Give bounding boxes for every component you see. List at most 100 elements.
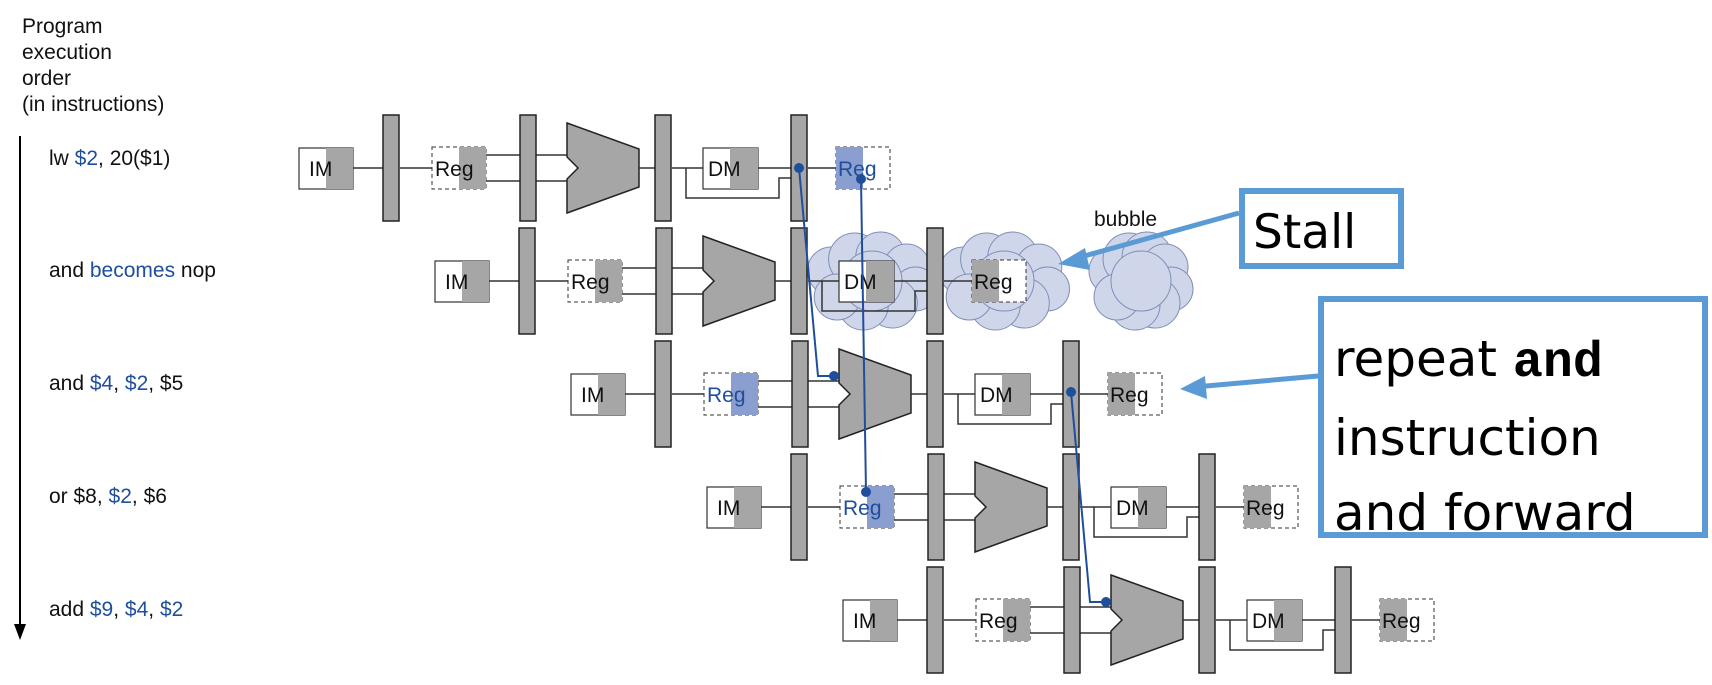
alu-shape: [838, 347, 912, 441]
stall-callout: Stall: [1239, 188, 1404, 269]
arrow-left-icon: [1058, 248, 1090, 270]
pipeline-register-bar: [790, 227, 808, 335]
forward-path-and-to-add-dot-end: [1101, 597, 1111, 607]
bubble-puff: [1110, 250, 1172, 312]
alu-shape: [1110, 573, 1184, 667]
instruction-token: ,: [113, 372, 125, 395]
reg-write-shade: [972, 260, 999, 302]
pipeline-register-bar: [926, 227, 944, 335]
wire-bypass: [957, 394, 1063, 425]
instruction-lw: lw $2, 20($1): [49, 147, 170, 171]
pipeline-register-bar: [1063, 566, 1081, 674]
instruction-token: ,: [148, 598, 160, 621]
pipeline-register-bar: [382, 114, 400, 222]
axis-title-line-3: order: [22, 67, 72, 90]
instruction-token: and: [49, 372, 90, 395]
pipeline-register-bar: [926, 566, 944, 674]
forward-path-and-to-add-dot-start: [1066, 387, 1076, 397]
reg-read-label: Reg: [707, 384, 746, 407]
wire-bypass: [821, 281, 927, 312]
stall-arrow-line: [1069, 210, 1240, 263]
forward-path-wb-to-or: [860, 178, 867, 493]
pipeline-register-bar: [1198, 566, 1216, 674]
instruction-add: add $9, $4, $2: [49, 598, 183, 622]
pipeline-register-bar: [655, 227, 673, 335]
dm-shade: [1138, 487, 1166, 528]
reg-write-label: Reg: [1246, 497, 1285, 520]
instruction-token: $2: [124, 372, 149, 395]
pipeline-row-add: IM Reg DM Reg: [842, 566, 1435, 674]
reg-read-label: Reg: [435, 158, 474, 181]
bubble-cloud: [1088, 231, 1194, 331]
alu-shape: [702, 234, 776, 328]
instruction-token: $4: [89, 372, 114, 395]
axis-title-line-4: (in instructions): [22, 93, 165, 116]
reg-read-shade: [731, 373, 758, 415]
pipeline-register-bar: [518, 227, 536, 335]
stall-text: Stall: [1253, 205, 1357, 260]
alu-shape: [974, 460, 1048, 554]
repeat-arrow-line: [1194, 373, 1319, 390]
arrow-left-icon: [1180, 376, 1207, 399]
pipeline-register-bar: [1062, 453, 1080, 561]
reg-write-label: Reg: [1382, 610, 1421, 633]
im-shade: [326, 148, 353, 189]
instruction-token: $4: [124, 598, 149, 621]
instruction-token: or $8,: [49, 485, 109, 508]
forward-path-and-to-add: [1070, 391, 1106, 603]
reg-write-label: Reg: [838, 158, 877, 181]
im-shade: [598, 374, 625, 415]
instruction-token: , $6: [131, 485, 167, 508]
instruction-and: and $4, $2, $5: [49, 372, 183, 396]
forward-path-wb-to-or-dot-end: [861, 487, 871, 497]
dm-shade: [730, 148, 758, 189]
reg-write-label: Reg: [974, 271, 1013, 294]
instruction-or: or $8, $2, $6: [49, 485, 167, 509]
reg-write-label: Reg: [1110, 384, 1149, 407]
forward-path-mem-to-and-dot-start: [794, 163, 804, 173]
instruction-token: nop: [175, 259, 216, 282]
dm-shade: [1274, 600, 1302, 641]
instruction-token: becomes: [89, 259, 176, 282]
instruction-token: $9: [89, 598, 114, 621]
pipeline-register-bar: [790, 453, 808, 561]
reg-write-shade: [1380, 599, 1407, 641]
instruction-token: add: [49, 598, 90, 621]
im-label: IM: [581, 384, 604, 407]
dm-label: DM: [1116, 497, 1149, 520]
arrow-down-icon: [14, 624, 26, 640]
repeat-callout: repeat and instruction and forward: [1318, 296, 1708, 542]
im-label: IM: [853, 610, 876, 633]
wire-bypass: [1093, 507, 1199, 538]
alu-shape: [566, 121, 640, 215]
repeat-line-1: repeat and: [1334, 322, 1702, 401]
dm-label: DM: [1252, 610, 1285, 633]
instruction-token: ,: [113, 598, 125, 621]
im-label: IM: [717, 497, 740, 520]
wire-bypass: [1229, 620, 1335, 651]
reg-write-shade: [1108, 373, 1135, 415]
pipeline-register-bar: [519, 114, 537, 222]
im-shade: [870, 600, 897, 641]
wire-bypass: [685, 168, 791, 199]
reg-read-shade: [867, 486, 894, 528]
axis-title-line-2: execution: [22, 41, 112, 64]
im-shade: [462, 261, 489, 302]
instruction-token: $2: [159, 598, 184, 621]
pipeline-register-bar: [1334, 566, 1352, 674]
repeat-text: repeat: [1334, 330, 1513, 388]
reg-read-label: Reg: [979, 610, 1018, 633]
pipeline-register-bar: [654, 340, 672, 448]
instruction-token: $2: [108, 485, 132, 508]
forward-path-mem-to-and: [798, 167, 834, 377]
repeat-line-2: instruction: [1334, 409, 1601, 467]
reg-read-shade: [595, 260, 622, 302]
and-code: and: [1512, 335, 1603, 392]
dm-label: DM: [844, 271, 877, 294]
pipeline-register-bar: [791, 340, 809, 448]
